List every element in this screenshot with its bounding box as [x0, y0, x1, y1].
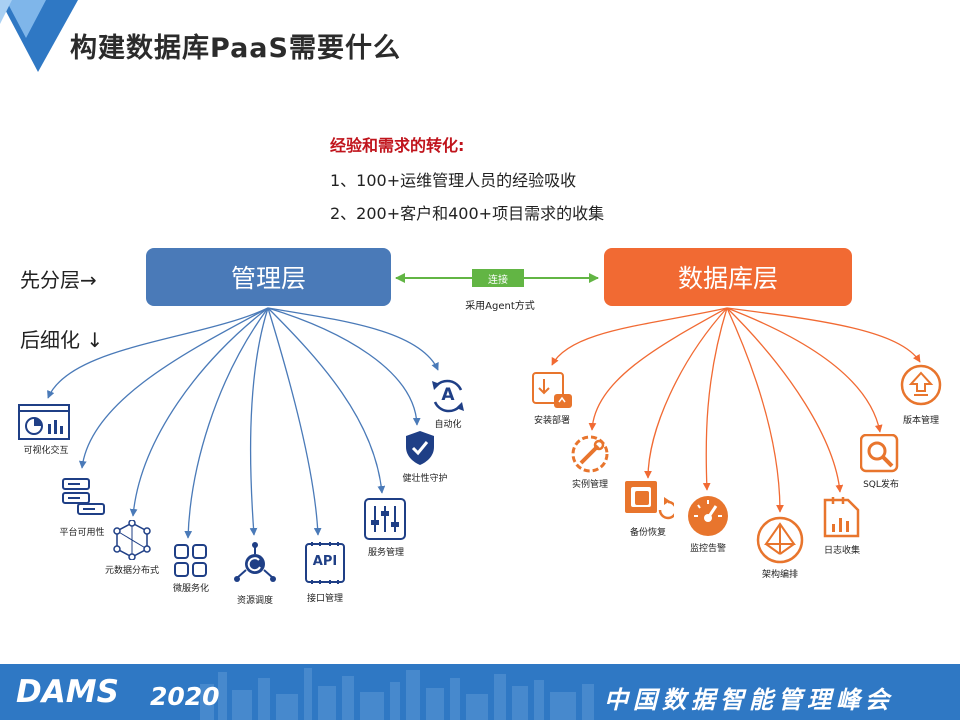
automation-icon-letter: A	[441, 385, 455, 405]
footer-banner	[0, 664, 960, 720]
wrench-gear-icon	[571, 435, 609, 473]
gauge-icon	[688, 496, 728, 536]
microservice-label: 微服务化	[172, 584, 209, 594]
automation-icon: A	[428, 376, 468, 416]
sql-release-label: SQL发布	[863, 480, 899, 490]
version-upload-icon	[900, 364, 942, 406]
backup-restore-icon	[625, 481, 674, 520]
dashboard-icon	[18, 404, 70, 440]
footer-brand: DAMS	[16, 674, 119, 710]
footer-summit-name: 中国数据智能管理峰会	[604, 686, 894, 714]
side-label-layering: 先分层→	[20, 268, 97, 292]
microservice-grid-icon	[174, 544, 207, 577]
version-management-label: 版本管理	[902, 416, 939, 426]
api-management-label: 接口管理	[306, 594, 343, 604]
resource-scheduling-label: 资源调度	[236, 596, 273, 606]
robustness-guard-label: 健壮性守护	[402, 474, 448, 484]
connection-badge: 连接	[472, 269, 524, 287]
management-layer-box: 管理层	[146, 248, 391, 306]
conversion-line-2: 2、200+客户和400+项目需求的收集	[330, 204, 605, 223]
visual-interaction-label: 可视化交互	[23, 446, 69, 456]
install-deploy-icon	[532, 372, 572, 408]
footer-year: 2020	[150, 682, 220, 711]
architecture-orchestration-label: 架构编排	[761, 570, 798, 580]
metadata-distributed-label: 元数据分布式	[104, 566, 159, 576]
monitor-alert-label: 监控告警	[690, 544, 727, 554]
automation-label: 自动化	[434, 420, 462, 430]
api-icon-text: API	[312, 554, 338, 569]
footer-skyline-pattern	[200, 668, 594, 720]
log-collection-label: 日志收集	[823, 546, 860, 556]
sql-search-icon	[860, 434, 899, 473]
architecture-orchestration-icon	[756, 516, 804, 564]
side-label-refinement: 后细化 ↓	[20, 328, 104, 352]
api-icon: API	[304, 542, 346, 584]
platform-availability-label: 平台可用性	[59, 528, 105, 538]
header-triangle-logo	[0, 0, 78, 72]
conversion-line-1: 1、100+运维管理人员的经验吸收	[330, 171, 577, 190]
server-icon	[62, 478, 105, 515]
network-hexagon-icon	[113, 520, 151, 560]
service-management-label: 服务管理	[367, 548, 404, 558]
install-deploy-label: 安装部署	[534, 416, 571, 426]
instance-management-label: 实例管理	[571, 480, 608, 490]
conversion-heading: 经验和需求的转化:	[330, 136, 465, 155]
resource-scheduling-icon	[234, 542, 276, 582]
shield-check-icon	[406, 431, 434, 465]
agent-method-label: 采用Agent方式	[465, 301, 535, 312]
backup-restore-label: 备份恢复	[629, 528, 666, 538]
service-sliders-icon	[364, 498, 406, 540]
log-collection-icon	[823, 497, 860, 538]
page-title: 构建数据库PaaS需要什么	[70, 33, 401, 64]
database-layer-box: 数据库层	[604, 248, 852, 306]
